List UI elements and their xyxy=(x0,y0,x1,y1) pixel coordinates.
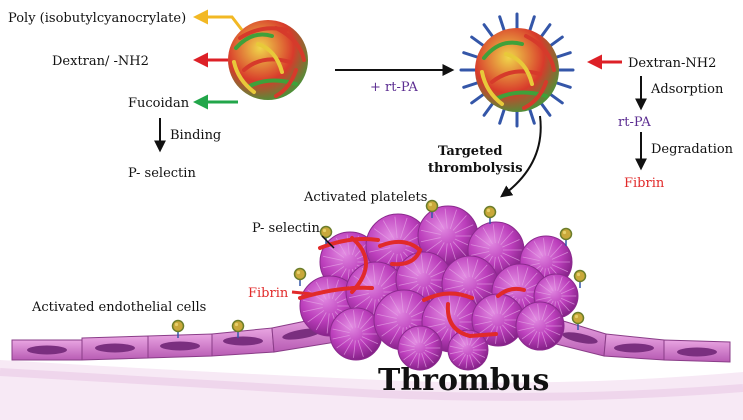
fibrin-strands xyxy=(298,236,526,339)
label-fibrin-right: Fibrin xyxy=(624,176,665,191)
bound-nanoparticle xyxy=(571,311,585,330)
platelet xyxy=(447,329,489,371)
bound-nanoparticles xyxy=(171,199,587,338)
label-pselectin-mid: P- selectin xyxy=(252,221,320,236)
bound-nanoparticle xyxy=(293,267,307,286)
label-rtpa-right: rt-PA xyxy=(618,115,651,130)
bound-nanoparticle xyxy=(425,199,439,218)
vessel-background xyxy=(0,360,743,420)
label-thrombus: Thrombus xyxy=(378,363,549,398)
fibrin-pointer-line xyxy=(291,290,313,296)
label-dextran-right: Dextran-NH2 xyxy=(628,56,716,71)
bound-nanoparticle xyxy=(171,319,185,338)
label-targeted: Targeted xyxy=(438,144,502,159)
arrow-polymer xyxy=(193,9,244,31)
label-polymer: Poly (isobutylcyanocrylate) xyxy=(8,11,186,26)
nanoparticle-left xyxy=(228,20,308,100)
bound-nanoparticle xyxy=(231,319,245,338)
platelet xyxy=(397,325,443,371)
bound-nanoparticle xyxy=(559,227,573,246)
arrows xyxy=(154,9,647,249)
arrow-pselectin-pointer xyxy=(321,235,335,249)
platelet xyxy=(515,301,565,351)
label-adsorption: Adsorption xyxy=(650,82,724,97)
bound-nanoparticle xyxy=(573,269,587,288)
label-degradation: Degradation xyxy=(651,142,734,157)
bound-nanoparticle xyxy=(319,225,333,244)
label-fibrin-left: Fibrin xyxy=(248,286,289,301)
arrow-targeted xyxy=(500,115,542,198)
label-dextran-left: Dextran/ -NH2 xyxy=(52,54,149,69)
label-binding: Binding xyxy=(170,128,221,143)
label-fucoidan: Fucoidan xyxy=(128,96,190,111)
label-activated-platelets: Activated platelets xyxy=(303,190,427,205)
bound-nanoparticle xyxy=(483,205,497,224)
label-endothelial: Activated endothelial cells xyxy=(31,300,206,315)
label-pselectin-top: P- selectin xyxy=(128,166,196,181)
platelet xyxy=(329,307,383,361)
nanoparticle-right-rtpa xyxy=(459,12,575,128)
label-thrombolysis: thrombolysis xyxy=(428,161,523,176)
label-rtpa-arrow: + rt-PA xyxy=(370,80,418,95)
